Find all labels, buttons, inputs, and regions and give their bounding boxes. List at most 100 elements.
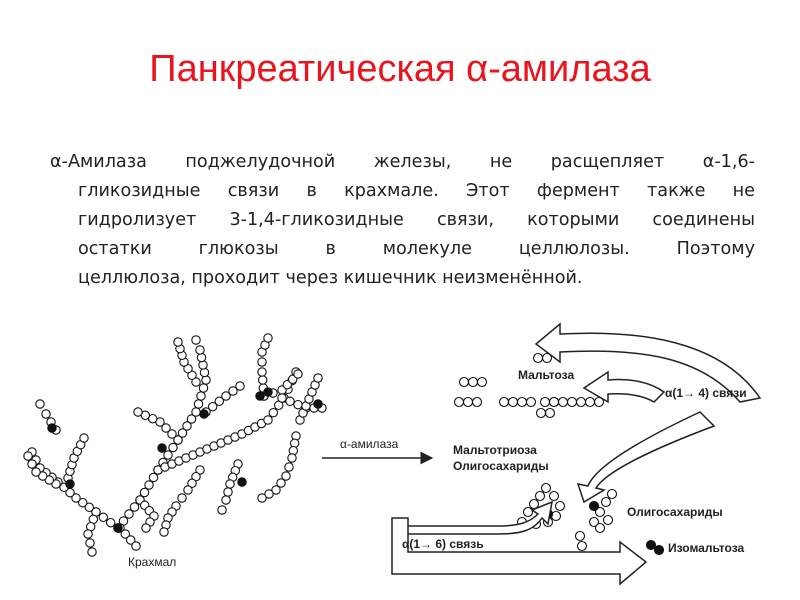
glucose-residue: [186, 414, 197, 424]
glucose-residue: [196, 352, 207, 363]
glucose-residue: [141, 523, 151, 533]
glucose-residue: [223, 487, 233, 497]
glucose-residue: [173, 337, 183, 347]
glucose-residue: [285, 396, 295, 407]
bond16-label: α(1→ 6) связь: [402, 537, 484, 551]
glucose-residue: [182, 421, 192, 431]
oligosaccharides-label-2: Олигосахариды: [627, 505, 723, 519]
glucose-residue: [507, 396, 519, 408]
glucose-residue: [498, 396, 510, 408]
glucose-residue: [221, 391, 231, 401]
glucose-residue: [195, 345, 205, 355]
glucose-residue: [71, 493, 81, 503]
glucose-residue: [522, 506, 534, 518]
branch-point-residue: [263, 387, 273, 397]
glucose-residue: [313, 373, 323, 383]
glucose-residue: [594, 506, 606, 518]
glucose-residue: [281, 471, 291, 481]
glucose-residue: [257, 493, 267, 503]
glucose-residue: [293, 369, 303, 379]
branch-point-residue: [47, 423, 57, 433]
glucose-residue: [84, 502, 95, 513]
glucose-residue: [268, 407, 279, 418]
glucose-residue: [235, 381, 245, 391]
glucose-residue: [221, 495, 231, 505]
glucose-residue: [228, 386, 238, 396]
branch-point-residue: [199, 409, 209, 419]
starch-label: Крахмал: [128, 555, 176, 569]
glucose-residue: [548, 490, 560, 502]
glucose-residue: [27, 459, 37, 469]
glucose-residue: [471, 396, 483, 408]
glucose-residue: [191, 335, 201, 345]
enzyme-label: α-амилаза: [340, 437, 399, 451]
glucose-residue: [584, 396, 596, 408]
glucose-residue: [196, 391, 206, 401]
glucose-residue: [574, 530, 586, 542]
starch-molecule: [23, 333, 327, 557]
glucose-residue: [129, 502, 140, 512]
glucose-residue: [525, 396, 537, 408]
amylase-diagram: Крахмал α-амилаза Мальтоза Мальтотриоза …: [23, 322, 762, 586]
glucose-residue: [532, 352, 544, 364]
glucose-residue: [225, 479, 235, 489]
glucose-residue: [576, 540, 588, 552]
glucose-residue: [77, 497, 88, 508]
glucose-residue: [131, 541, 141, 551]
glucose-residue: [516, 396, 528, 408]
paragraph-line: α-Амилаза поджелудочной железы, не расще…: [50, 152, 755, 172]
glucose-residue: [462, 396, 474, 408]
branch-point-residue: [65, 479, 75, 489]
bond14-down-arrow: [576, 411, 716, 504]
glucose-residue: [271, 485, 281, 495]
bond14-label: α(1→ 4) связи: [665, 386, 747, 400]
page-title: Панкреатическая α-амилаза: [149, 48, 651, 90]
bond14-top-arrow: [534, 322, 762, 403]
glucose-residue: [133, 407, 143, 417]
glucose-residue: [105, 517, 116, 528]
branch-point-residue: [313, 399, 323, 409]
glucose-residue: [557, 396, 569, 408]
glucose-residue: [98, 512, 109, 523]
glucose-residue: [159, 527, 169, 537]
glucose-residue: [41, 409, 51, 419]
glucose-residue: [276, 478, 286, 488]
glucose-residue: [139, 487, 150, 498]
glucose-residue: [198, 360, 208, 370]
glucose-residue: [199, 367, 210, 378]
glucose-residue: [548, 396, 560, 408]
bond16-up-arrow: [393, 500, 553, 535]
glucose-residue: [198, 383, 209, 393]
glucose-residue: [173, 435, 183, 445]
glucose-residue: [263, 415, 273, 425]
glucose-residue: [535, 407, 547, 419]
glucose-residue: [23, 451, 33, 461]
glucose-residue: [539, 396, 551, 408]
glucose-residue: [544, 407, 556, 419]
glucose-residue: [467, 376, 479, 388]
glucose-residue: [284, 462, 294, 472]
branch-point-residue: [653, 544, 665, 556]
glucose-residue: [120, 529, 131, 539]
glucose-residue: [602, 514, 614, 526]
glucose-residue: [458, 376, 470, 388]
glucose-residue: [264, 489, 274, 499]
maltotriose-label: Мальтотриоза: [453, 443, 537, 457]
branch-point-residue: [157, 443, 167, 453]
glucose-residue: [217, 505, 227, 515]
glucose-residue: [87, 547, 97, 557]
glucose-residue: [600, 496, 612, 508]
glucose-residue: [31, 467, 41, 477]
glucose-residue: [293, 399, 303, 410]
paragraph-line: гидролизует 3-1,4-гликозидные связи, кот…: [78, 210, 755, 230]
branch-point-residue: [113, 523, 123, 533]
glucose-residue: [263, 333, 273, 343]
glucose-residue: [177, 428, 188, 438]
glucose-residue: [167, 429, 177, 439]
glucose-residue: [257, 367, 267, 377]
glucose-residue: [541, 352, 553, 364]
bond14-mid-arrow: [582, 370, 666, 404]
glucose-residue: [606, 488, 618, 500]
branch-point-residue: [255, 391, 265, 401]
description-paragraph: α-Амилаза поджелудочной железы, не расще…: [50, 148, 755, 293]
